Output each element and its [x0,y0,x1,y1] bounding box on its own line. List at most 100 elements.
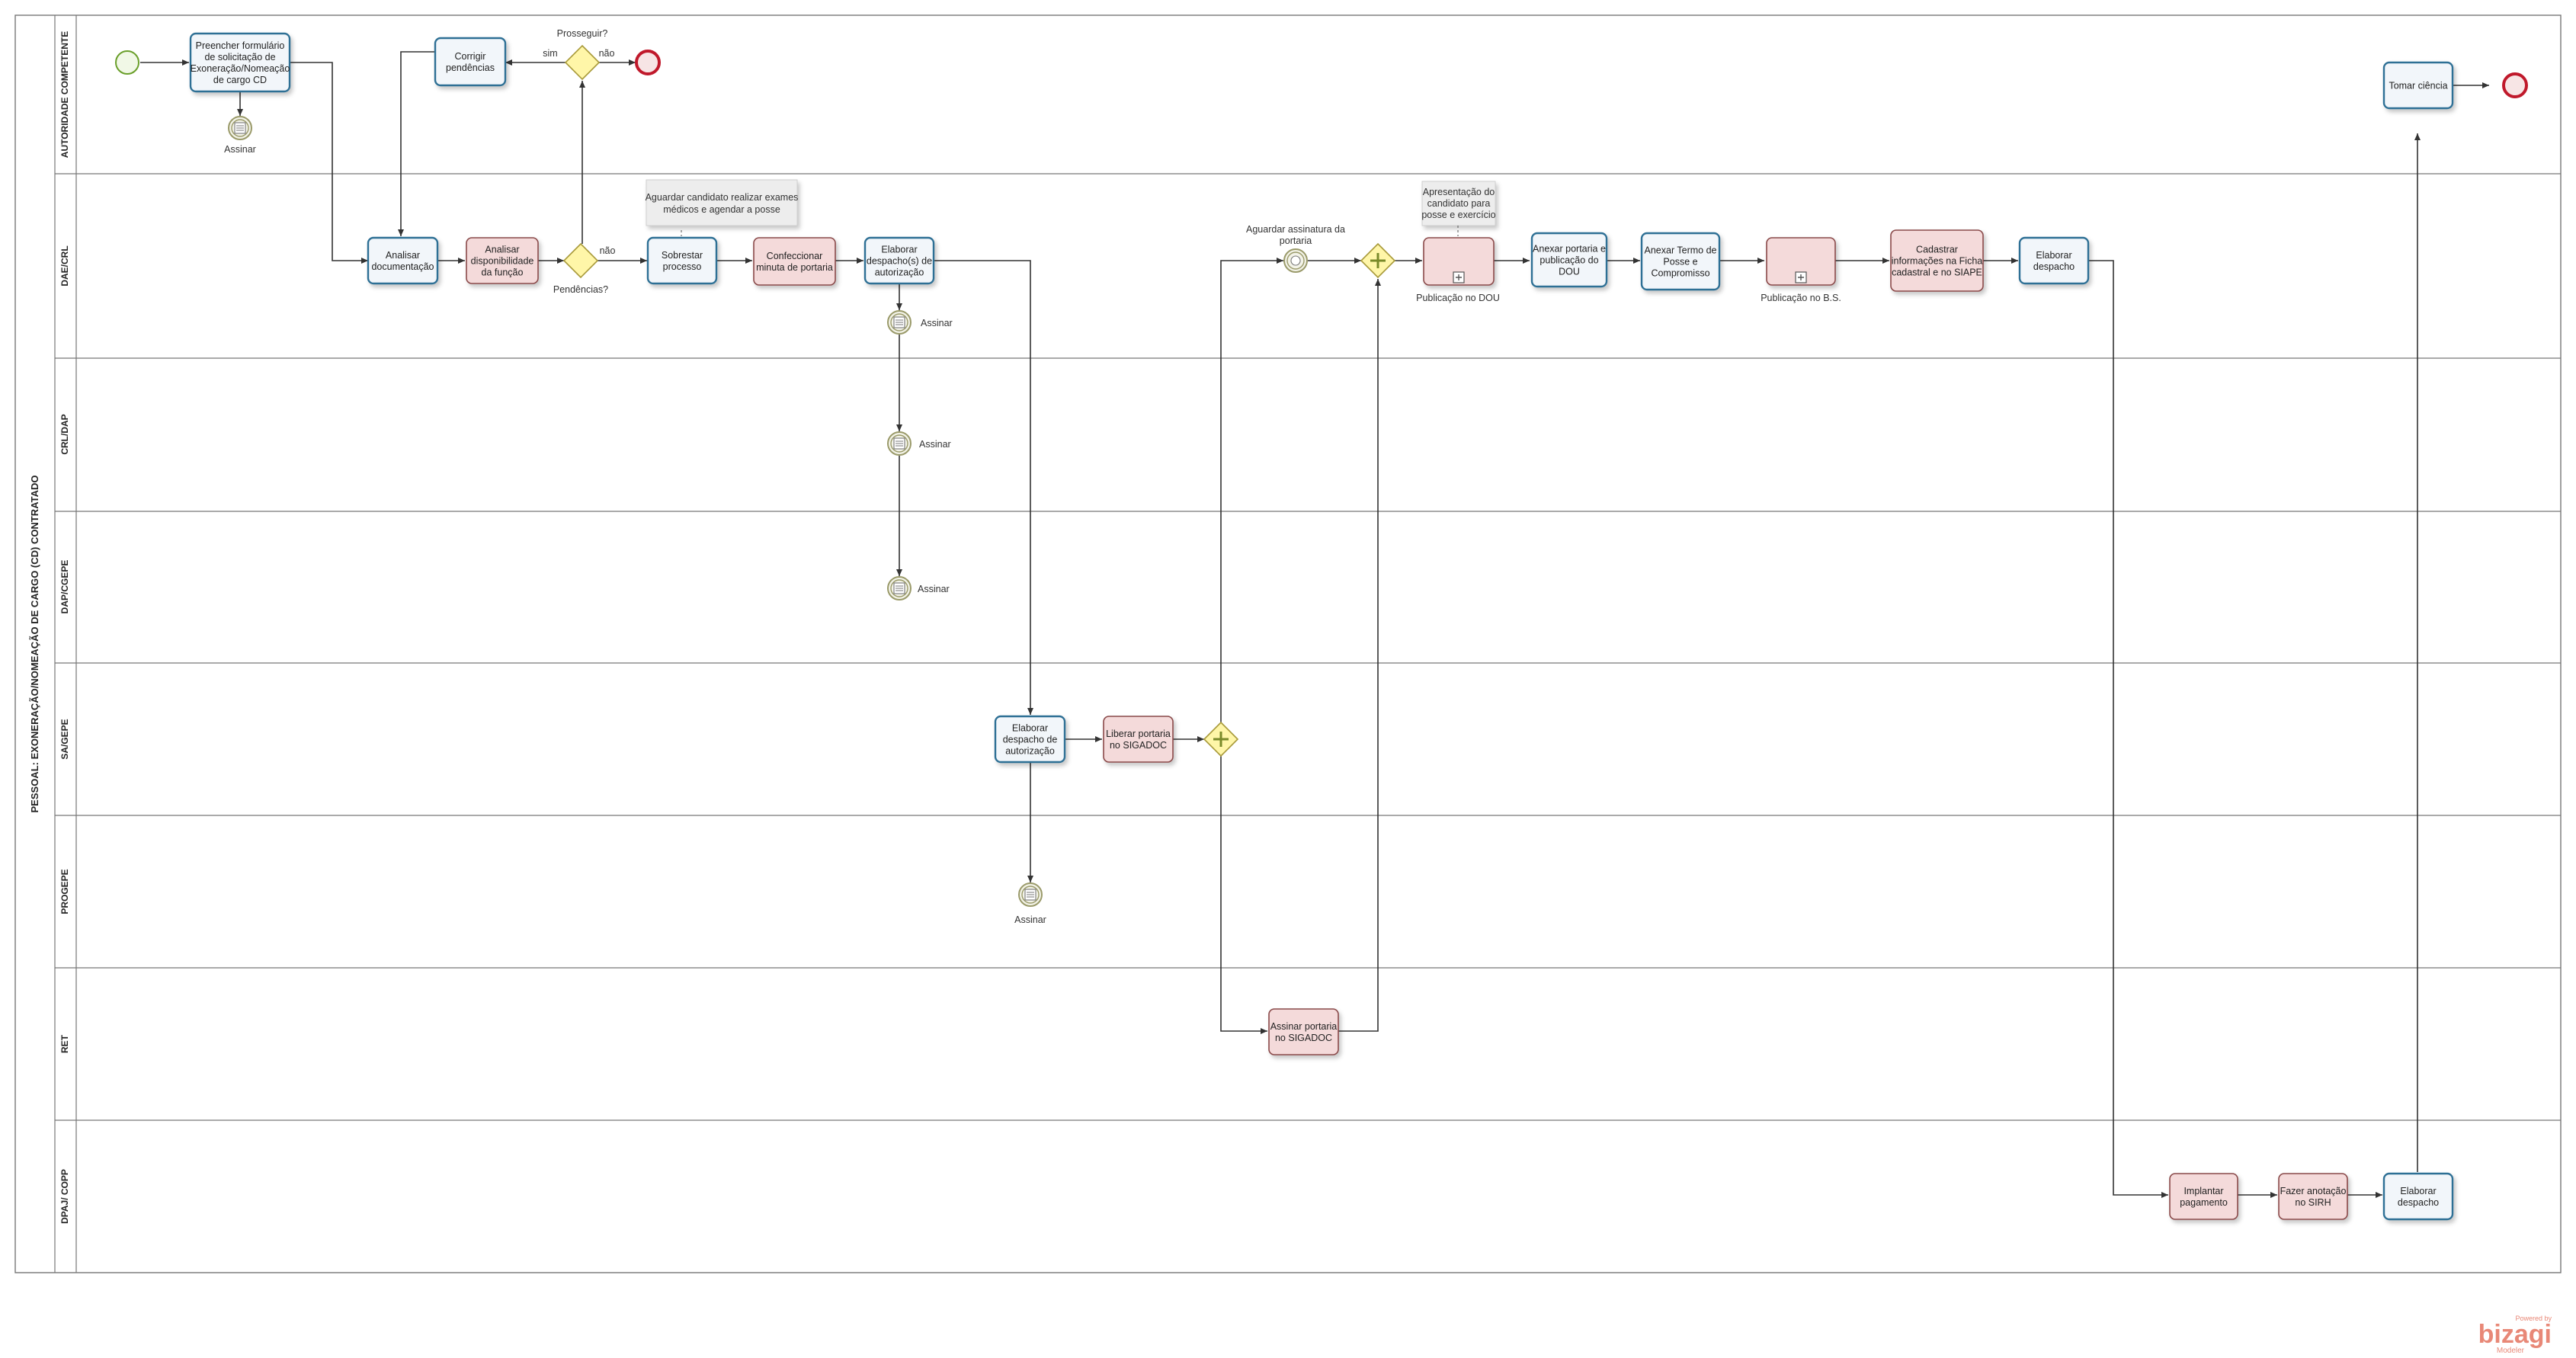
task-box[interactable] [753,237,836,286]
assinar-event-progepe[interactable] [1018,882,1043,907]
gateway-prosseguir[interactable] [564,44,601,81]
edge-label-nao-top: não [599,48,615,59]
task-label-line: despacho [2033,261,2075,272]
lane-title-dae-crl: DAE/CRL [59,245,70,286]
end-event-final[interactable] [2502,72,2528,98]
subprocess-publicacao-dou[interactable] [1423,237,1495,286]
task-box[interactable] [863,236,935,285]
flow-parallel-to-aguardar [1220,258,1283,722]
task-box[interactable] [2169,1173,2238,1220]
task-label-line: da função [482,267,524,278]
task-label-line: Elaborar [1012,723,1048,734]
task-label-line: Cadastrar [1916,245,1958,255]
end-event-top[interactable] [635,50,661,75]
gateway-prosseguir-label: Prosseguir? [557,28,608,39]
task-box[interactable] [1890,229,1984,292]
task-box[interactable] [2382,61,2454,110]
parallel-gateway-split[interactable] [1203,721,1239,757]
task-label-line: Sobrestar [662,250,703,261]
assinar-label-progepe: Assinar [1014,914,1046,925]
annotation-apresentacao-line-2: candidato para [1427,198,1491,209]
task-label-line: minuta de portaria [756,262,833,273]
task-label-line: processo [663,261,702,272]
task-box[interactable] [1103,716,1174,763]
task-label-line: Corrigir [455,51,486,62]
logo-product: Modeler [2497,1347,2525,1355]
task-box[interactable] [646,236,718,285]
flow-corrigir-to-analisar [398,51,435,236]
subprocess-publicacao-dou-label: Publicação no DOU [1416,293,1500,303]
task-label-line: pendências [446,62,495,73]
parallel-gateway-join[interactable] [1360,242,1396,279]
annotation-apresentacao-line-3: posse e exercício [1421,210,1495,220]
annotation-exames: Aguardar candidato realizar exames médic… [646,179,799,236]
annotation-exames-line-1: Aguardar candidato realizar exames [646,192,799,203]
task-tomar-ciencia[interactable]: Tomar ciência [2382,61,2454,110]
edge-label-sim: sim [543,48,557,59]
pool-border [14,14,2562,1273]
task-label-line: despacho de [1003,735,1058,745]
logo-powered-by: Powered by [2515,1315,2552,1322]
task-box[interactable] [189,32,291,93]
task-box[interactable] [466,237,539,284]
task-label-line: Fazer anotação [2280,1186,2347,1196]
assinar-event-autoridade[interactable] [228,116,252,140]
task-box[interactable] [1640,232,1721,291]
start-event[interactable] [115,50,139,75]
gateway-pendencias[interactable] [562,242,599,279]
task-label-line: publicação do [1540,255,1598,266]
task-box[interactable] [2278,1173,2348,1220]
gateway-pendencias-label: Pendências? [553,284,608,295]
task-label-line: no SIRH [2295,1197,2331,1208]
pool: PESSOAL: EXONERAÇÃO/NOMEAÇÃO DE CARGO (C… [14,14,2562,1273]
task-label-line: DOU [1559,267,1580,277]
annotation-apresentacao: Apresentação do candidato para posse e e… [1421,181,1496,236]
task-box[interactable] [1530,232,1608,288]
task-label-line: despacho(s) de [867,256,932,267]
task-label-line: cadastral e no SIAPE [1892,267,1982,278]
task-label-line: Posse e [1663,257,1697,267]
task-label-line: disponibilidade [471,256,534,267]
assinar-event-dap-cgepe[interactable] [887,576,912,601]
task-label-line: despacho [2398,1197,2439,1208]
subprocess-publicacao-bs[interactable] [1766,237,1836,286]
task-box[interactable] [2382,1172,2454,1221]
task-box[interactable] [2018,236,2090,285]
task-box[interactable] [434,37,507,87]
aguardar-assinatura-event[interactable] [1283,248,1308,273]
task-box[interactable] [994,715,1066,764]
task-box[interactable] [1268,1008,1339,1055]
task-label-line: documentação [371,261,434,272]
logo-brand: bizagi [2478,1320,2552,1349]
assinar-event-crl-dap[interactable] [887,431,912,456]
aguardar-assinatura-label-1: Aguardar assinatura da [1246,224,1345,235]
task-box[interactable] [367,236,439,285]
flow-elaborar-to-sa-despacho [934,260,1033,715]
pool-title: PESSOAL: EXONERAÇÃO/NOMEAÇÃO DE CARGO (C… [29,476,40,813]
assinar-event-dae[interactable] [887,310,912,335]
assinar-label-dap-cgepe: Assinar [918,584,950,594]
task-label-line: Assinar portaria [1270,1021,1338,1032]
edge-label-nao-mid: não [600,245,616,256]
task-label-line: Liberar portaria [1106,729,1171,739]
lane-title-ret: RET [59,1034,70,1053]
